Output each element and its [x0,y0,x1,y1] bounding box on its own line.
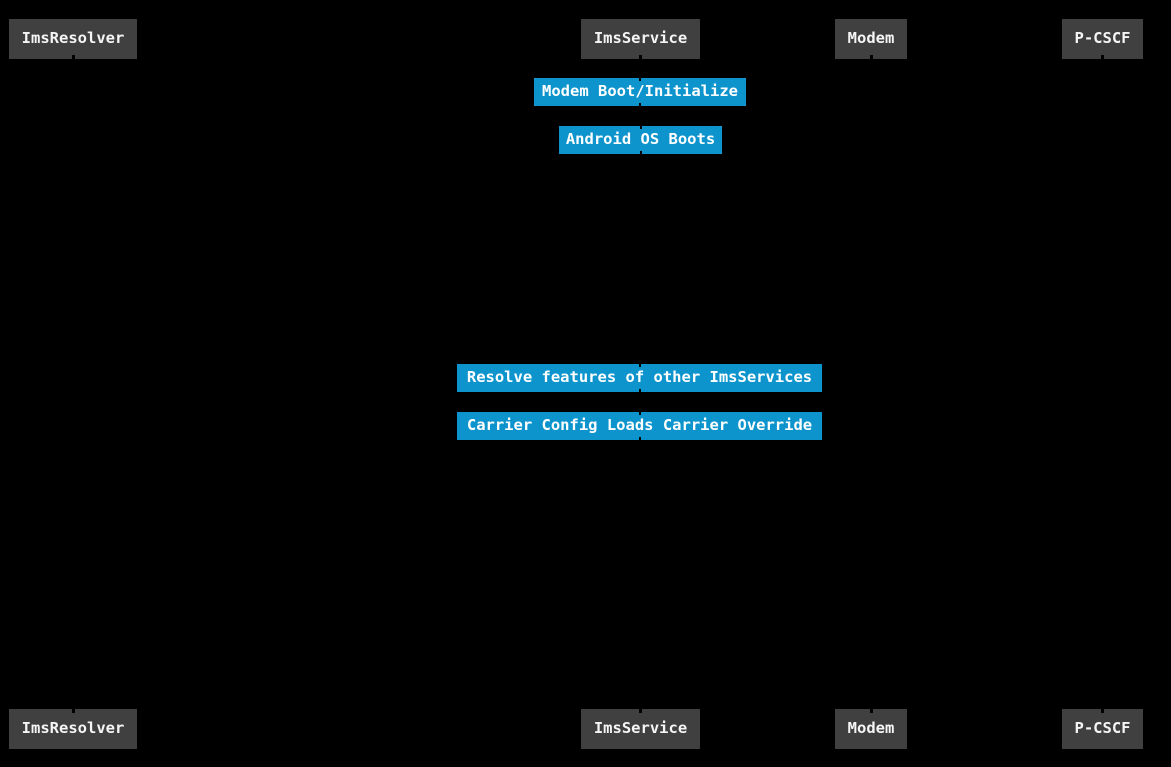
lifeline-notch [638,389,641,392]
lifeline-notch [639,126,642,129]
note-label: Carrier Config Loads Carrier Override [466,415,813,434]
lifeline-notch [638,364,641,367]
lifeline-notch [1101,709,1104,713]
note-box-1: Modem Boot/Initialize [534,78,746,106]
participant-label: Modem [847,718,895,737]
lifeline-notch [639,103,641,106]
note-label: Android OS Boots [565,129,716,148]
participant-label: ImsResolver [21,718,125,737]
participant-box-modem-bottom: Modem [835,709,907,749]
participant-box-p-cscf-bottom: P-CSCF [1062,709,1143,749]
note-box-2: Android OS Boots [559,126,722,154]
participant-label: ImsService [593,718,688,737]
lifeline-notch [869,55,873,59]
participant-box-ims-service-top: ImsService [581,19,700,59]
participant-box-modem-top: Modem [835,19,907,59]
note-label: Resolve features of other ImsServices [466,367,813,386]
note-label: Modem Boot/Initialize [542,81,738,100]
participant-label: P-CSCF [1074,718,1131,737]
lifeline-notch [638,437,641,440]
participant-label: P-CSCF [1074,28,1131,47]
lifeline-notch [639,55,642,59]
lifeline-notch [638,412,641,415]
lifeline-notch [639,78,641,81]
participant-label: ImsResolver [21,28,125,47]
lifeline-notch [1101,55,1104,59]
note-box-4: Carrier Config Loads Carrier Override [457,412,822,440]
lifeline-notch [639,151,642,154]
lifeline-notch [639,709,642,713]
participant-label: Modem [847,28,895,47]
participant-box-ims-resolver-top: ImsResolver [9,19,137,59]
note-box-3: Resolve features of other ImsServices [457,364,822,392]
lifeline-notch [869,709,873,713]
participant-box-ims-resolver-bottom: ImsResolver [9,709,137,749]
participant-label: ImsService [593,28,688,47]
participant-box-ims-service-bottom: ImsService [581,709,700,749]
lifeline-notch [71,55,75,59]
lifeline-notch [71,709,75,713]
participant-box-p-cscf-top: P-CSCF [1062,19,1143,59]
